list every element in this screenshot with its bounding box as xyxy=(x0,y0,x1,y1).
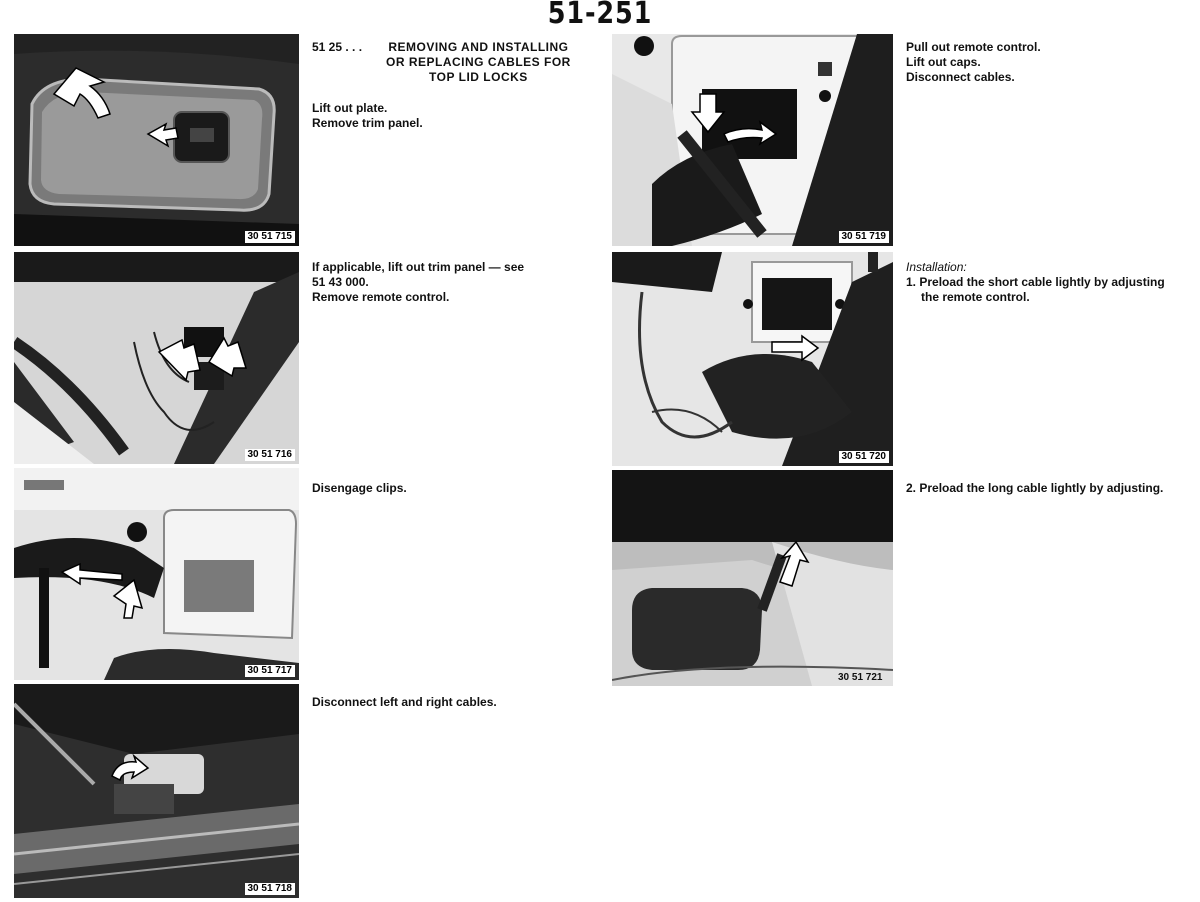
photo-715-image xyxy=(14,34,299,246)
figure-label-718: 30 51 718 xyxy=(244,883,295,895)
figure-label-717: 30 51 717 xyxy=(244,665,295,677)
photo-717-image xyxy=(14,468,299,680)
step-716-line-2: 51 43 000. xyxy=(312,275,369,289)
photo-720-image xyxy=(612,252,893,466)
photo-721-image xyxy=(612,470,893,686)
installation-heading: Installation: xyxy=(906,260,967,274)
photo-30-51-717: 30 51 717 xyxy=(14,468,299,680)
photo-719-image xyxy=(612,34,893,246)
figure-label-715: 30 51 715 xyxy=(244,231,295,243)
step-720-line-2: the remote control. xyxy=(921,290,1030,304)
step-719-line-2: Lift out caps. xyxy=(906,55,981,69)
photo-30-51-715: 30 51 715 xyxy=(14,34,299,246)
figure-label-720: 30 51 720 xyxy=(838,451,889,463)
step-719-line-1: Pull out remote control. xyxy=(906,40,1041,54)
step-718-line-1: Disconnect left and right cables. xyxy=(312,695,497,709)
photo-30-51-716: 30 51 716 xyxy=(14,252,299,464)
figure-label-721: 30 51 721 xyxy=(838,672,883,683)
figure-label-716: 30 51 716 xyxy=(244,449,295,461)
section-title: REMOVING AND INSTALLING OR REPLACING CAB… xyxy=(386,40,571,85)
step-text-721: 2. Preload the long cable lightly by adj… xyxy=(906,481,1163,496)
step-text-715: Lift out plate. Remove trim panel. xyxy=(312,101,423,131)
page-number: 51-251 xyxy=(547,0,653,31)
figure-label-719: 30 51 719 xyxy=(838,231,889,243)
section-title-line-2: OR REPLACING CABLES FOR xyxy=(386,55,571,69)
photo-30-51-721 xyxy=(612,470,893,686)
step-720-line-1: 1. Preload the short cable lightly by ad… xyxy=(906,275,1165,289)
step-716-line-1: If applicable, lift out trim panel — see xyxy=(312,260,525,274)
step-text-718: Disconnect left and right cables. xyxy=(312,695,497,710)
step-text-720: Installation: 1. Preload the short cable… xyxy=(906,260,1165,305)
step-716-line-3: Remove remote control. xyxy=(312,290,450,304)
photo-30-51-719: 30 51 719 xyxy=(612,34,893,246)
step-721-line-1: 2. Preload the long cable lightly by adj… xyxy=(906,481,1164,495)
section-title-line-1: REMOVING AND INSTALLING xyxy=(388,40,569,54)
photo-30-51-720: 30 51 720 xyxy=(612,252,893,466)
step-719-line-3: Disconnect cables. xyxy=(906,70,1015,84)
step-text-717: Disengage clips. xyxy=(312,481,407,496)
step-text-716: If applicable, lift out trim panel — see… xyxy=(312,260,524,305)
step-text-719: Pull out remote control. Lift out caps. … xyxy=(906,40,1041,85)
step-715-line-2: Remove trim panel. xyxy=(312,116,423,130)
photo-30-51-718: 30 51 718 xyxy=(14,684,299,898)
photo-716-image xyxy=(14,252,299,464)
step-717-line-1: Disengage clips. xyxy=(312,481,407,495)
section-title-line-3: TOP LID LOCKS xyxy=(429,70,528,84)
photo-718-image xyxy=(14,684,299,898)
step-715-line-1: Lift out plate. xyxy=(312,101,388,115)
section-code: 51 25 . . . xyxy=(312,40,363,54)
